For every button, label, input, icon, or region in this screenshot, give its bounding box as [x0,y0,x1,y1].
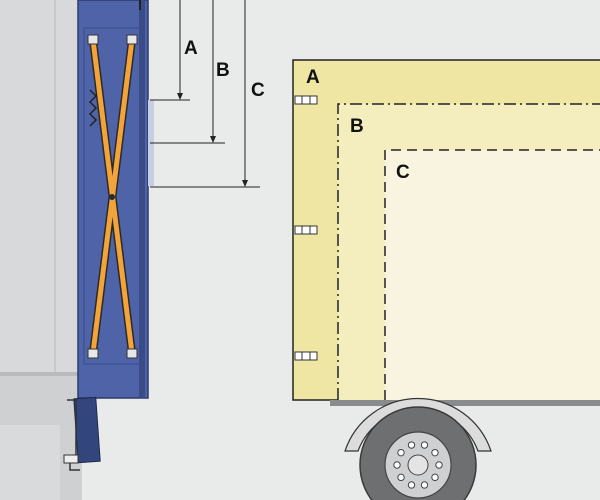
height-label-c: C [251,80,265,101]
lug-nut [397,473,405,482]
height-dimensions: A B C [150,0,265,188]
bumper-foot [63,454,79,464]
truck-size-label-c: C [396,162,410,183]
truck-outline-c [384,149,600,400]
lug-nut [397,448,405,457]
hydraulic-spring [88,89,98,127]
truck-wheel [344,397,492,500]
lug-nut [435,461,443,469]
pivot-bracket [87,348,99,359]
dim-arrow-c [242,180,248,187]
lug-nut [431,448,439,457]
leveler-lip-edge [139,0,145,398]
height-label-a: A [184,38,198,59]
hub [407,454,429,476]
pivot-bracket [87,34,99,45]
pivot-bracket [126,348,138,359]
lug-nut [420,481,429,489]
height-label-b: B [216,60,230,81]
truck-size-label-a: A [306,67,320,88]
lug-nut [420,441,429,449]
pivot-bracket [126,34,138,45]
building-wall [0,0,80,372]
dim-arrow-a [177,93,183,100]
lug-nut [393,461,401,469]
lug-nut [407,481,416,489]
lug-nut [431,473,439,482]
door-hinge [294,95,318,105]
building [0,0,82,500]
scissor-pivot [109,194,115,200]
door-hinge [294,351,318,361]
truck-area-c [385,150,600,400]
dock-bumper [73,396,101,464]
dock-step [0,425,60,500]
truck-chassis [330,400,600,406]
truck-body: A B C [292,59,600,406]
door-hinge [294,225,318,235]
lug-nuts [393,441,443,489]
truck-size-label-b: B [350,116,364,137]
dock-pit-edge [0,372,82,376]
dock-leveler [63,0,154,471]
truck-outline-b [337,103,600,400]
lug-nut [407,441,416,449]
dim-arrow-b [210,136,216,143]
